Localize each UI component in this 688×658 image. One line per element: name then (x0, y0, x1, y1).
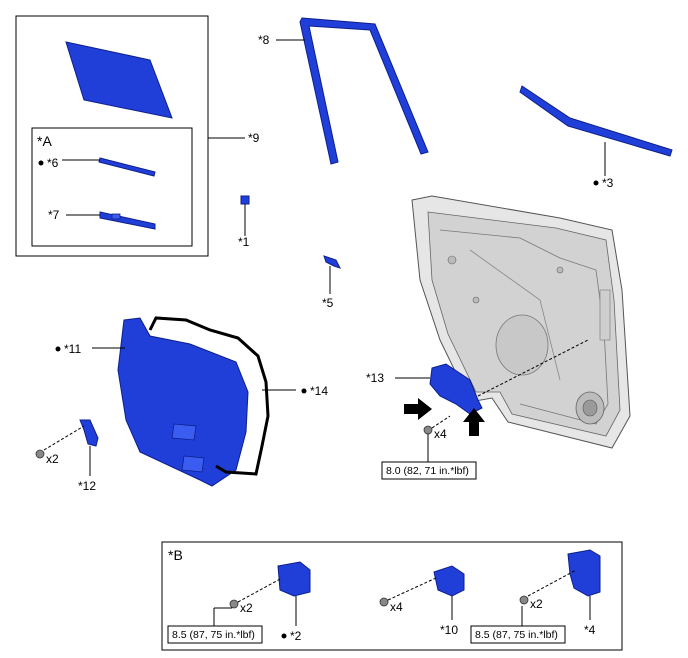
cover-pocket (171, 423, 197, 441)
label-p4: *4 (584, 623, 596, 637)
qty-p13: x4 (434, 427, 447, 441)
clip-part (240, 195, 250, 205)
qty-p10: x4 (390, 600, 403, 614)
torque-box-b-right (470, 625, 566, 644)
qty-p2: x2 (240, 601, 253, 615)
qty-p4: x2 (530, 597, 543, 611)
bolt-icon (35, 449, 45, 459)
glass-run-strip-part (98, 157, 156, 177)
group-a-label: *A (37, 133, 52, 149)
label-p2: *2 (290, 629, 302, 643)
door-glass-part (65, 41, 173, 119)
label-p7: *7 (48, 208, 60, 222)
bolt-icon (423, 425, 433, 435)
label-p10: *10 (440, 623, 458, 637)
bracket-part (323, 255, 341, 269)
label-p12: *12 (78, 479, 96, 493)
label-p14: *14 (310, 384, 328, 398)
lock-actuator-part (433, 565, 465, 597)
marker-dot-icon (55, 346, 61, 352)
label-p11: *11 (64, 342, 81, 356)
belt-moulding-part (519, 85, 673, 157)
channel-bracket (111, 213, 121, 220)
label-p9: *9 (248, 131, 260, 145)
bolt-icon (519, 595, 529, 605)
label-p6: *6 (47, 156, 59, 170)
service-hole-cover-part (117, 317, 249, 487)
label-p8: *8 (258, 33, 270, 47)
rear-door-panel (411, 195, 631, 449)
marker-dot-icon (281, 633, 287, 639)
group-b-label: *B (168, 547, 183, 563)
cover-pocket (181, 455, 205, 473)
group-a-box (31, 127, 193, 247)
torque-b-right: 8.5 (87, 75 in.*lbf) (475, 629, 558, 641)
torque-box-main (381, 461, 477, 480)
label-p5: *5 (322, 296, 334, 310)
label-p1: *1 (238, 235, 250, 249)
torque-b-left: 8.5 (87, 75 in.*lbf) (172, 629, 255, 641)
group-b-box (161, 541, 623, 651)
direction-arrow-icon (404, 398, 432, 420)
door-seal-part (148, 316, 270, 476)
bolt-icon (229, 599, 239, 609)
door-glass-run-part (299, 17, 429, 165)
qty-p12: x2 (46, 452, 59, 466)
marker-dot-icon (38, 160, 44, 166)
marker-dot-icon (593, 180, 599, 186)
door-bracket-part (79, 419, 99, 447)
bolt-icon (379, 597, 389, 607)
group-9-box (15, 15, 209, 257)
lock-cover-part (567, 549, 601, 597)
label-p3: *3 (602, 176, 614, 190)
label-p13: *13 (366, 371, 384, 385)
direction-arrow-icon (463, 408, 485, 436)
marker-dot-icon (301, 388, 307, 394)
glass-channel-part (99, 211, 156, 230)
inside-handle-part (277, 561, 311, 597)
torque-box-b-left (167, 625, 263, 644)
torque-main: 8.0 (82, 71 in.*lbf) (386, 465, 469, 477)
